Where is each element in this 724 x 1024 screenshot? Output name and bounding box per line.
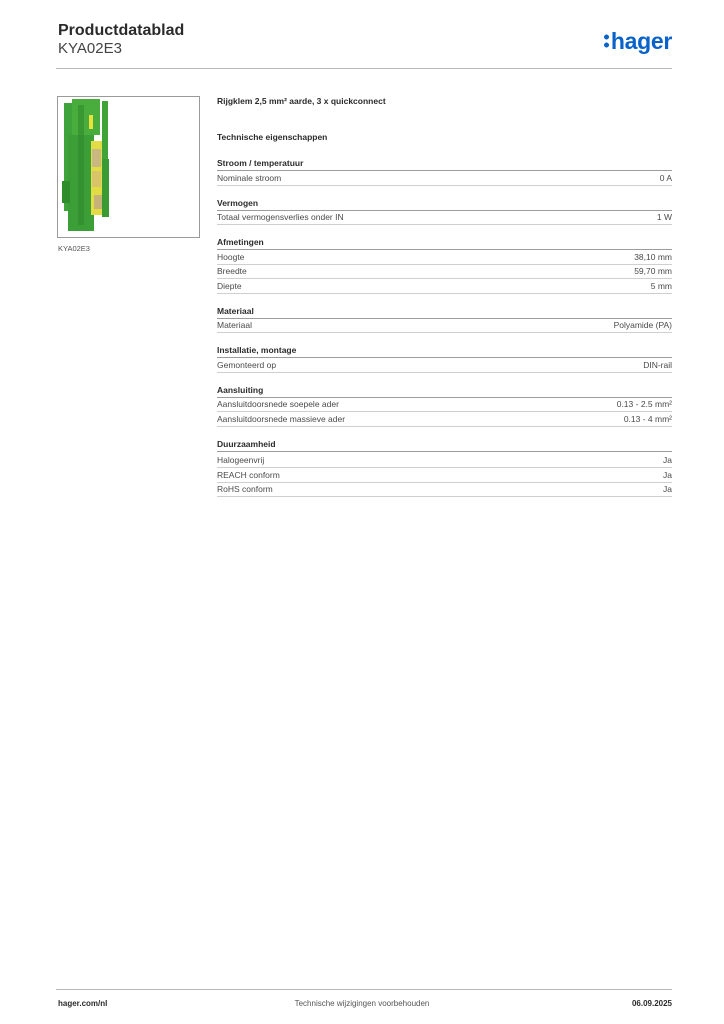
spec-value: Ja bbox=[663, 469, 672, 480]
spec-row: Diepte 5 mm bbox=[217, 279, 672, 294]
hager-logo: hager bbox=[603, 28, 672, 55]
specifications: Rijgklem 2,5 mm² aarde, 3 x quickconnect… bbox=[217, 96, 672, 497]
tech-properties-title: Technische eigenschappen bbox=[217, 132, 328, 142]
logo-dots-icon bbox=[603, 34, 609, 48]
spec-row: Breedte 59,70 mm bbox=[217, 265, 672, 279]
spec-row: Materiaal Polyamide (PA) bbox=[217, 319, 672, 333]
spec-value: Ja bbox=[663, 484, 672, 494]
footer-notice: Technische wijzigingen voorbehouden bbox=[294, 999, 430, 1008]
spec-row: Aansluitdoorsnede massieve ader 0.13 - 4 … bbox=[217, 412, 672, 427]
logo-text: hager bbox=[610, 28, 672, 54]
header-divider bbox=[56, 68, 672, 69]
spec-label: Materiaal bbox=[217, 320, 252, 330]
section-heading: Aansluiting bbox=[217, 385, 672, 398]
spec-value: 59,70 mm bbox=[634, 266, 672, 276]
section-heading: Materiaal bbox=[217, 306, 672, 319]
spec-label: RoHS conform bbox=[217, 484, 273, 494]
section-heading: Duurzaamheid bbox=[217, 439, 672, 452]
section-heading: Installatie, montage bbox=[217, 345, 672, 358]
spec-row: Nominale stroom 0 A bbox=[217, 171, 672, 186]
spec-row: REACH conform Ja bbox=[217, 468, 672, 483]
spec-value: DIN-rail bbox=[643, 359, 672, 370]
spec-row: Gemonteerd op DIN-rail bbox=[217, 358, 672, 373]
spec-row: RoHS conform Ja bbox=[217, 483, 672, 497]
spec-label: REACH conform bbox=[217, 469, 280, 480]
product-image bbox=[57, 96, 200, 238]
spec-label: Nominale stroom bbox=[217, 172, 282, 183]
spec-label: Gemonteerd op bbox=[217, 359, 277, 370]
terminal-block-icon bbox=[62, 99, 109, 231]
spec-row: Aansluitdoorsnede soepele ader 0.13 - 2.5… bbox=[217, 398, 672, 412]
spec-label: Aansluitdoorsnede massieve ader bbox=[217, 413, 346, 424]
spec-value: 1 W bbox=[656, 212, 672, 222]
spec-label: Aansluitdoorsnede soepele ader bbox=[217, 399, 339, 409]
spec-value: 0.13 - 4 mm² bbox=[623, 413, 672, 424]
section-heading: Vermogen bbox=[217, 198, 672, 211]
spec-value: 38,10 mm bbox=[634, 251, 672, 262]
product-description: Rijgklem 2,5 mm² aarde, 3 x quickconnect bbox=[217, 96, 386, 106]
spec-value: Ja bbox=[663, 455, 672, 465]
spec-value: 5 mm bbox=[650, 280, 672, 291]
spec-label: Hoogte bbox=[217, 251, 245, 262]
product-code: KYA02E3 bbox=[58, 40, 122, 57]
document-title: Productdatablad bbox=[58, 22, 185, 39]
section-heading: Stroom / temperatuur bbox=[217, 158, 672, 171]
section-heading: Afmetingen bbox=[217, 237, 672, 250]
spec-label: Breedte bbox=[217, 266, 247, 276]
spec-row: Totaal vermogensverlies onder IN 1 W bbox=[217, 211, 672, 225]
footer-date: 06.09.2025 bbox=[631, 999, 672, 1008]
spec-value: 0.13 - 2.5 mm² bbox=[616, 399, 672, 409]
footer-website: hager.com/nl bbox=[58, 999, 108, 1008]
spec-row: Hoogte 38,10 mm bbox=[217, 250, 672, 265]
spec-value: 0 A bbox=[659, 172, 672, 183]
spec-label: Diepte bbox=[217, 280, 242, 291]
image-caption: KYA02E3 bbox=[58, 244, 90, 253]
spec-label: Totaal vermogensverlies onder IN bbox=[217, 212, 344, 222]
spec-label: Halogeenvrij bbox=[217, 455, 265, 465]
footer-divider bbox=[56, 989, 672, 990]
spec-value: Polyamide (PA) bbox=[613, 320, 672, 330]
spec-row: Halogeenvrij Ja bbox=[217, 454, 672, 468]
